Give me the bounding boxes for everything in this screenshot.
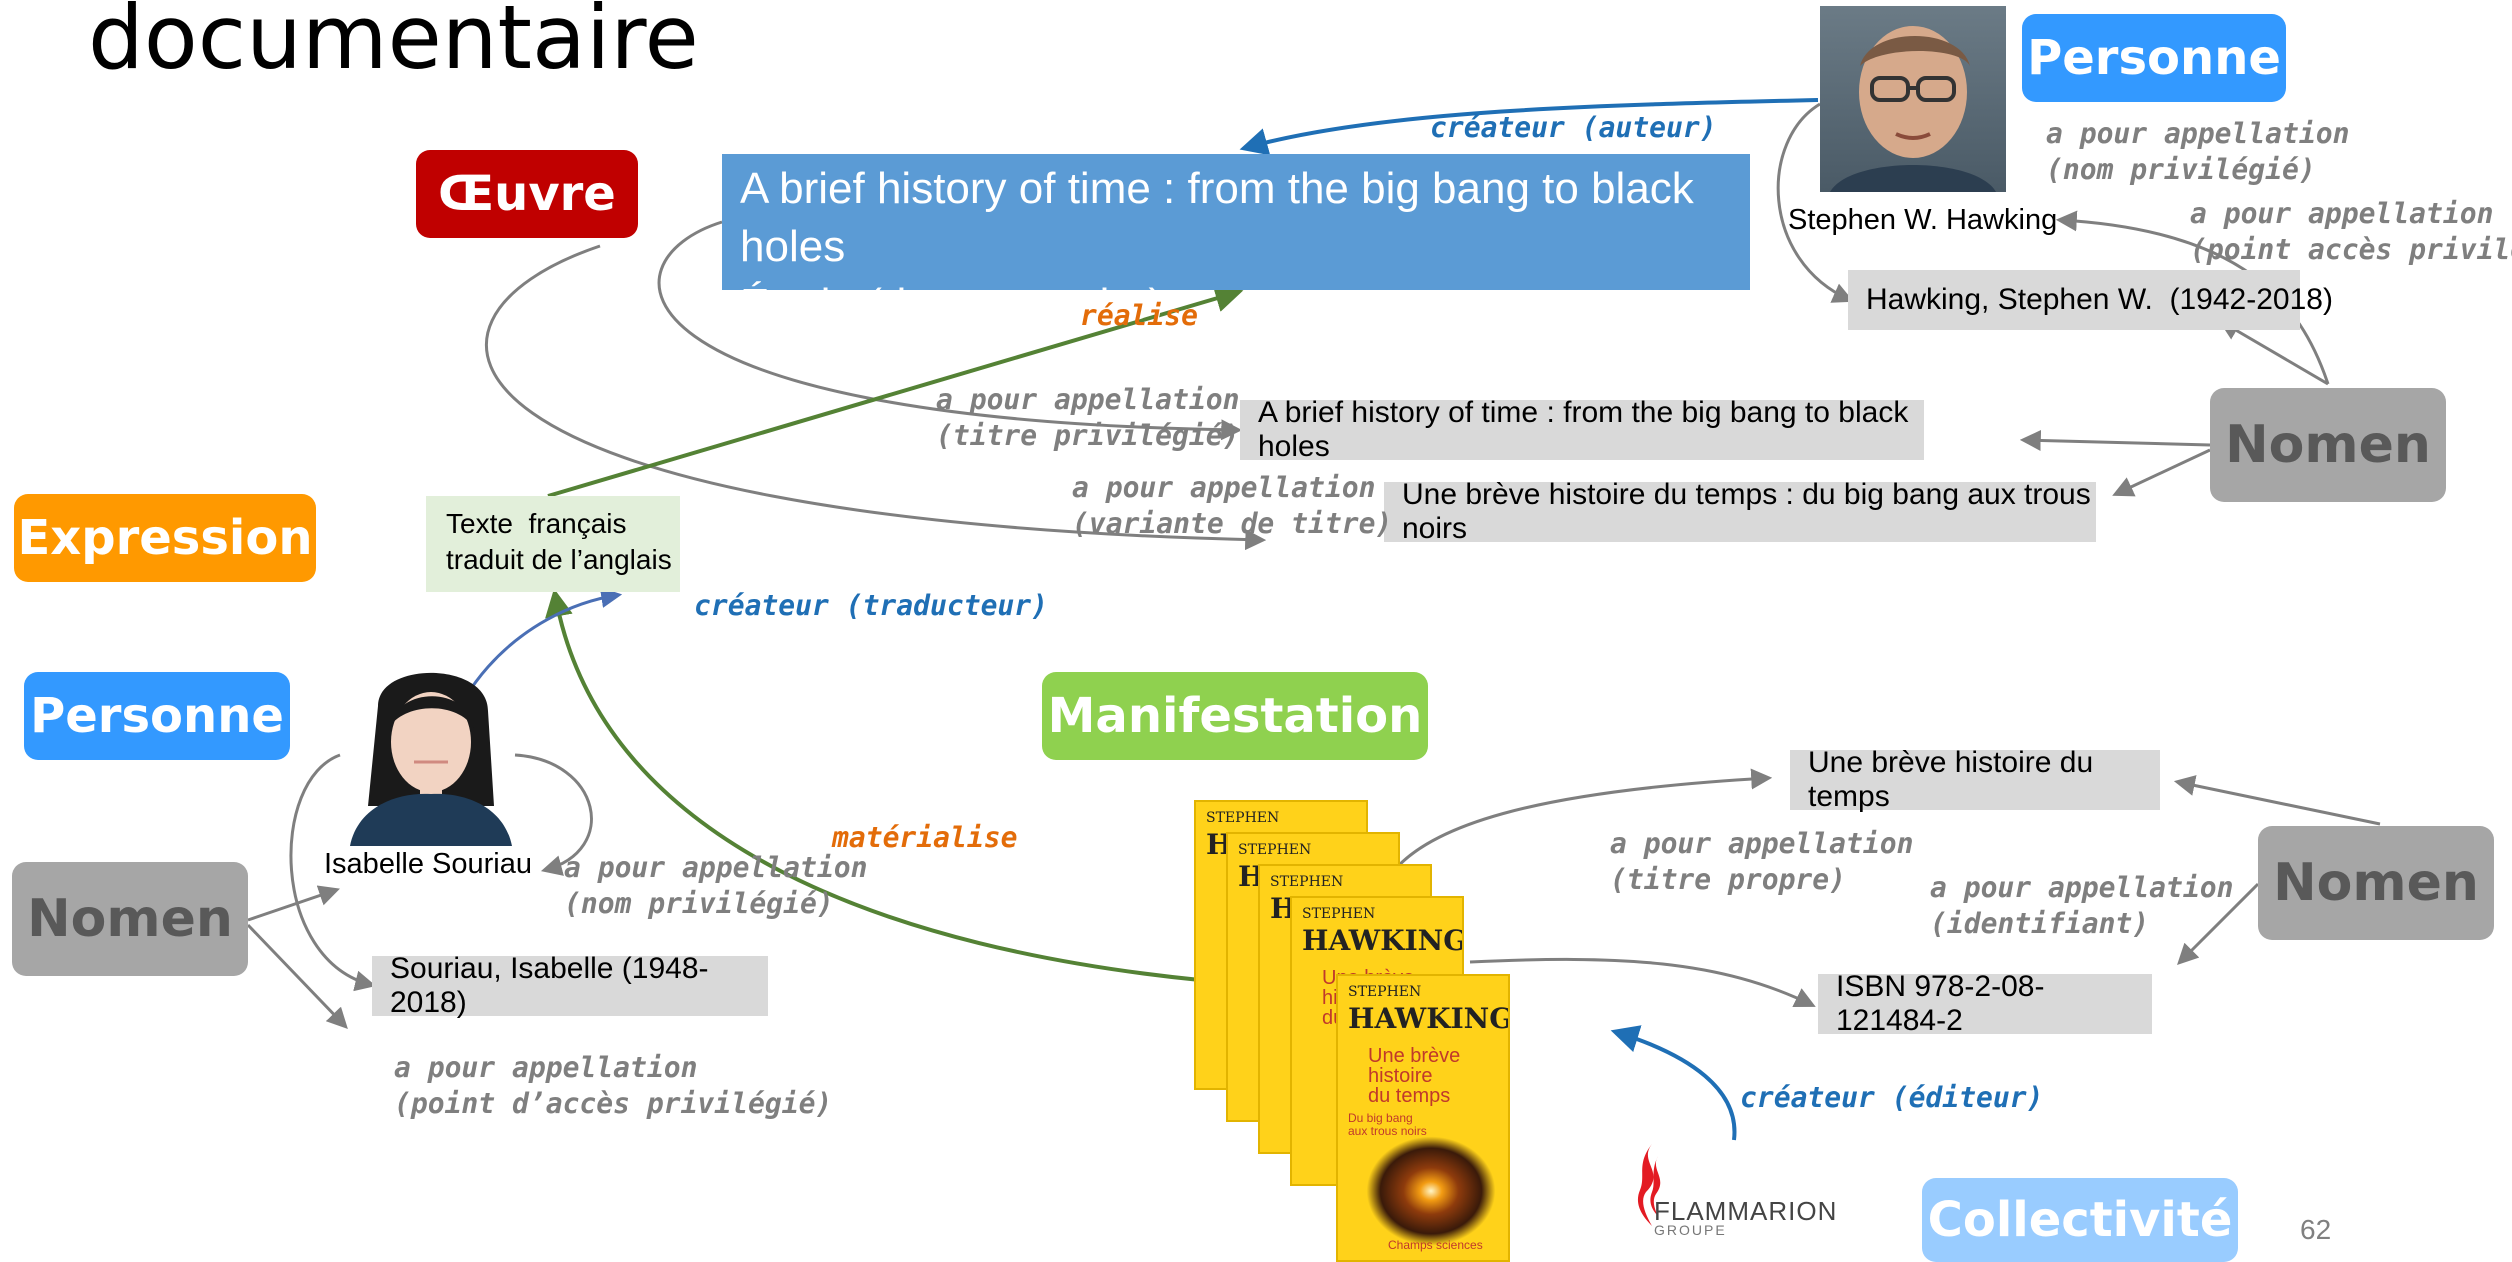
flame-icon — [1637, 1144, 1661, 1226]
book-title: Une brève histoire du temps — [1368, 1045, 1461, 1107]
page-number: 62 — [2300, 1214, 2332, 1245]
badge-collectivite: Collectivité — [1922, 1178, 2238, 1262]
expression-box: Texte français traduit de l’anglais — [426, 496, 680, 592]
arrow-realise — [547, 284, 1244, 498]
arrow-createur-auteur — [1239, 98, 1819, 156]
arrow-isbn — [1469, 957, 1816, 1008]
badge-manifestation: Manifestation — [1042, 672, 1428, 760]
book-author-last: HAWKING — [1348, 1002, 1510, 1035]
arrow-nomen-left-name — [247, 885, 340, 922]
flammarion-group: GROUPE — [1654, 1222, 1727, 1238]
isbn-box: ISBN 978-2-08-121484-2 — [1818, 970, 2152, 1037]
hawking-name: Stephen W. Hawking — [1788, 204, 2058, 236]
label-appellation-point-acces-left: a pour appellation (point d’accès privil… — [394, 1051, 833, 1120]
label-appellation-nom-privilegie-right: a pour appellation (nom privilégié) — [2046, 117, 2350, 186]
badge-nomen-left: Nomen — [12, 862, 248, 976]
souriau-avatar — [338, 666, 522, 846]
expression-line2: traduit de l’anglais — [446, 544, 672, 575]
badge-nomen-right-bottom: Nomen — [2258, 826, 2494, 940]
arrow-variante-titre — [485, 244, 1267, 551]
avatar-drawing — [350, 672, 512, 846]
label-createur-traducteur: créateur (traducteur) — [694, 589, 1049, 622]
arrow-nomen-to-title-fr — [2112, 448, 2211, 497]
flammarion-name: FLAMMARION — [1654, 1196, 1838, 1226]
arrow-nomen-left-access — [246, 923, 348, 1030]
souriau-access-point: Souriau, Isabelle (1948-2018) — [372, 952, 768, 1019]
slide-title: documentaire — [88, 0, 699, 89]
arrow-nomen-to-title-en — [2019, 429, 2211, 451]
label-appellation-titre-propre: a pour appellation (titre propre) — [1610, 827, 1914, 896]
hawking-photo — [1820, 6, 2006, 192]
work-box: A brief history of time : from the big b… — [722, 154, 1750, 329]
badge-oeuvre: Œuvre — [416, 150, 638, 238]
title-french: Une brève histoire du temps : du big ban… — [1384, 478, 2096, 545]
label-createur-editeur: créateur (éditeur) — [1740, 1081, 2044, 1114]
arrow-nomen-to-access — [2218, 319, 2329, 386]
label-appellation-identifiant: a pour appellation (identifiant) — [1930, 871, 2234, 940]
hawking-access-point: Hawking, Stephen W. (1942-2018) — [1848, 270, 2333, 330]
title-proper: Une brève histoire du temps — [1790, 746, 2160, 813]
arrow-titre-privilegie — [657, 220, 1243, 441]
title-english: A brief history of time : from the big b… — [1240, 396, 1924, 463]
badge-personne-right: Personne — [2022, 14, 2286, 102]
galaxy-image — [1366, 1136, 1496, 1246]
label-realise: réalise — [1080, 299, 1199, 332]
label-materialise: matérialise — [832, 821, 1018, 854]
arrow-createur-editeur — [1610, 1025, 1737, 1141]
book-series: Champs sciences — [1388, 1238, 1483, 1252]
label-appellation-nom-privilegie-left: a pour appellation (nom privilégié) — [564, 851, 868, 920]
arrow-nomen-rb-title — [2173, 775, 2381, 826]
arrow-hawking-nom — [1776, 102, 1854, 303]
portrait-drawing — [1830, 26, 1996, 192]
arrow-materialise — [545, 588, 1201, 982]
book-subtitle: Du big bang aux trous noirs — [1348, 1111, 1427, 1138]
book-cover-front: STEPHEN HAWKING Une brève histoire du te… — [1336, 974, 1510, 1262]
work-title-line1: A brief history of time : from the big b… — [740, 164, 1694, 271]
label-appellation-variante: a pour appellation (variante de titre) — [1072, 471, 1393, 540]
souriau-name: Isabelle Souriau — [324, 848, 532, 880]
expression-line1: Texte français — [446, 508, 627, 539]
badge-personne-left: Personne — [24, 672, 290, 760]
arrow-souriau-nom — [514, 753, 593, 876]
work-title-line2: Étude (documentaire) — [740, 280, 1164, 329]
flammarion-logo: FLAMMARION GROUPE — [1626, 1138, 1836, 1238]
book-author-first: STEPHEN — [1348, 984, 1422, 1000]
label-appellation-point-acces-right: a pour appellation (point accès privilég… — [2190, 197, 2512, 266]
arrow-souriau-access — [289, 753, 377, 992]
badge-expression: Expression — [14, 494, 316, 582]
label-appellation-titre-privilegie: a pour appellation (titre privilégié) — [936, 383, 1240, 452]
arrow-nomen-rb-isbn — [2177, 882, 2260, 965]
badge-nomen-right-top: Nomen — [2210, 388, 2446, 502]
label-createur-auteur: créateur (auteur) — [1430, 111, 1717, 144]
